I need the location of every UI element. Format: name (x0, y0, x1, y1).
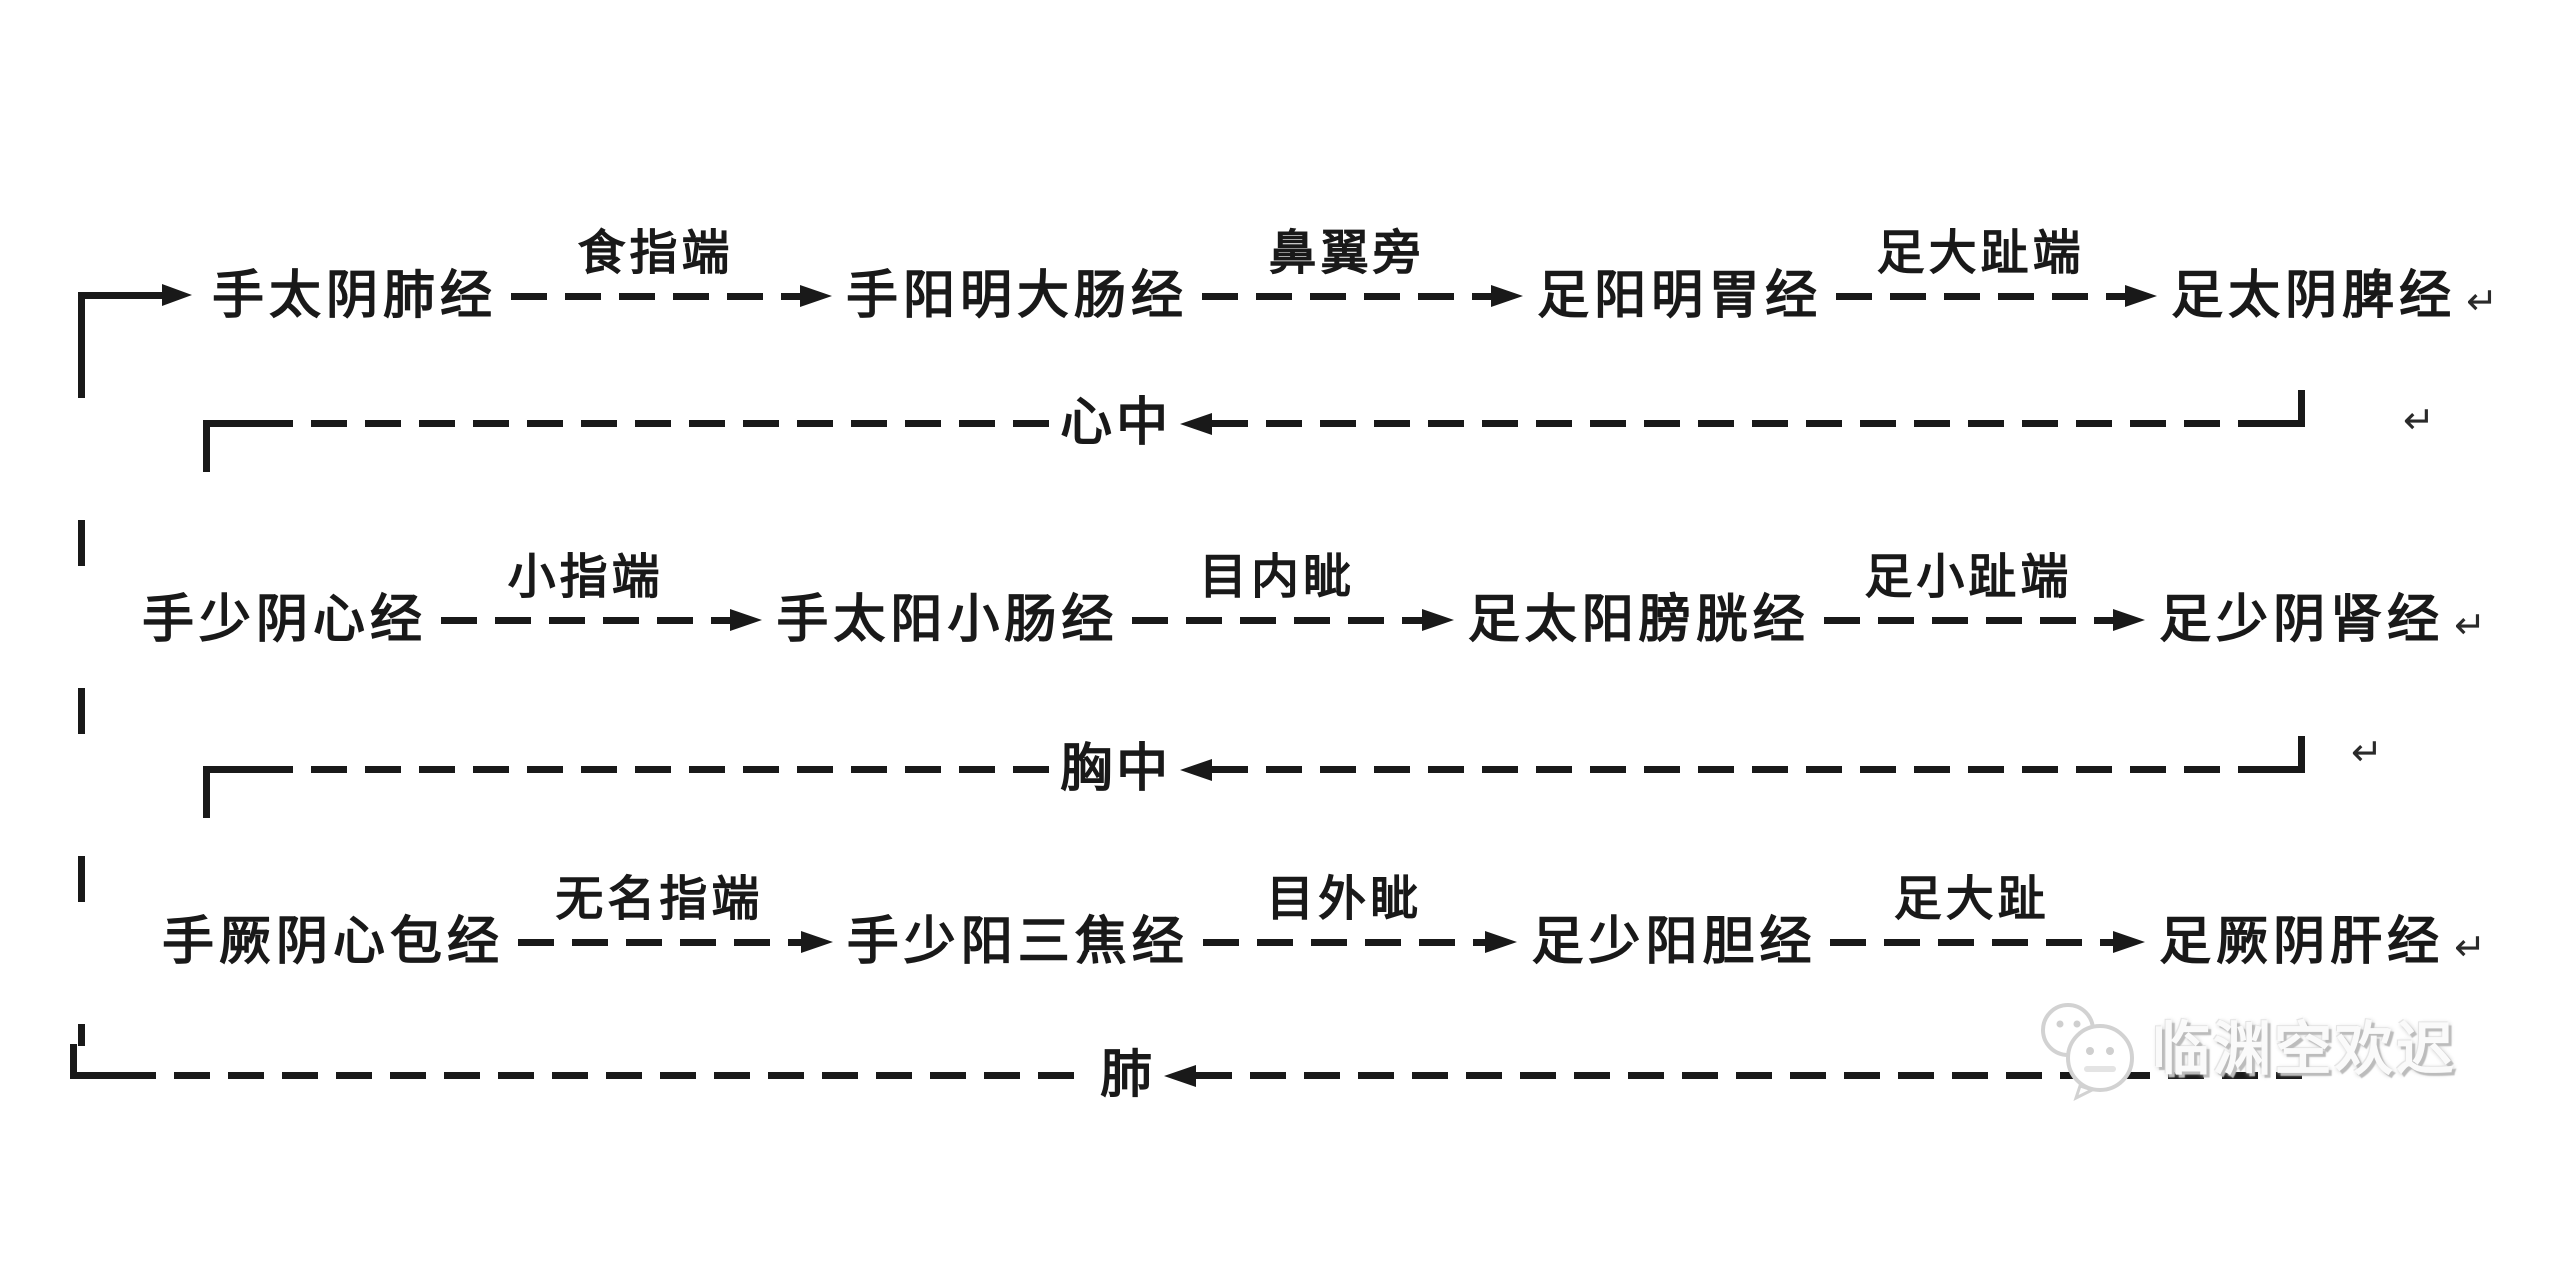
paragraph-return-mark: ↵ (2466, 281, 2498, 323)
left-vertical-dashed-connector (78, 352, 85, 1046)
watermark-text: 临渊空欢迟 (2152, 1017, 2458, 1082)
meridian-node-bladder: 足太阳膀胱经 (1467, 591, 1810, 649)
flow-arrow: 足小趾端 (1823, 553, 2146, 631)
return-line-lung: 肺 (70, 1044, 2302, 1101)
meridian-node-kidney: 足少阴肾经 (2159, 591, 2445, 649)
meridian-row-3: 手厥阴心包经 无名指端 手少阳三焦经 目外眦 足少阳胆经 足大趾 足厥阴肝经 ↵ (162, 875, 2487, 994)
corner-down-left-connector (203, 766, 257, 818)
corner-vertical-line (78, 292, 85, 354)
dashed-line (1212, 766, 2251, 773)
arrowhead-left-icon (1164, 1065, 1197, 1087)
flow-arrow: 目外眦 (1202, 875, 1518, 953)
meridian-node-triple-burner: 手少阳三焦经 (846, 913, 1189, 971)
meridian-row-1: 手太阴肺经 食指端 手阳明大肠经 鼻翼旁 足阳明胃经 足大趾端 足太阴脾经 ↵ (78, 229, 2498, 354)
return-target-label: 胸中 (1060, 740, 1173, 798)
paragraph-return-mark: ↵ (2454, 605, 2486, 647)
corner-up-left-connector (70, 1044, 120, 1079)
transition-point-label: 目外眦 (1266, 872, 1423, 926)
transition-point-label: 无名指端 (555, 872, 764, 926)
transition-point-label: 足大趾端 (1876, 226, 2085, 280)
transition-point-label: 目内眦 (1199, 550, 1356, 604)
flow-arrow: 食指端 (511, 229, 833, 307)
paragraph-return-mark: ↵ (2454, 927, 2487, 969)
return-target-label: 心中 (1060, 394, 1173, 452)
return-target-label: 肺 (1100, 1046, 1157, 1104)
meridian-node-stomach: 足阳明胃经 (1537, 267, 1823, 325)
meridian-node-liver: 足厥阴肝经 (2159, 913, 2445, 971)
transition-point-label: 足小趾端 (1864, 550, 2073, 604)
cycle-start-corner-arrow-icon (78, 244, 196, 354)
corner-up-right-connector (2251, 390, 2305, 427)
return-line-heart-center: 心中 ↵ (203, 390, 2435, 472)
dashed-line (120, 1072, 1091, 1079)
wechat-face-icon (2041, 1003, 2134, 1101)
meridian-node-pericardium: 手厥阴心包经 (162, 913, 505, 971)
corner-horizontal-line (78, 292, 162, 299)
meridian-node-heart: 手少阴心经 (142, 591, 428, 649)
arrowhead-left-icon (1180, 759, 1213, 781)
transition-point-label: 食指端 (577, 226, 734, 280)
flow-arrow: 鼻翼旁 (1202, 229, 1524, 307)
meridian-node-lung: 手太阴肺经 (212, 267, 498, 325)
flow-arrow: 无名指端 (518, 875, 833, 953)
meridian-node-small-intestine: 手太阳小肠经 (776, 591, 1119, 649)
flow-arrow: 足大趾端 (1836, 229, 2158, 307)
corner-down-left-connector (203, 420, 257, 472)
transition-point-label: 足大趾 (1893, 872, 2050, 926)
dashed-line (257, 766, 1051, 773)
transition-point-label: 鼻翼旁 (1268, 226, 1425, 280)
flow-arrow: 足大趾 (1830, 875, 2145, 953)
dashed-line (1212, 420, 2251, 427)
flow-arrow: 目内眦 (1132, 553, 1455, 631)
return-line-chest-center: 胸中 ↵ (203, 734, 2383, 818)
corner-up-right-connector (2251, 736, 2305, 773)
meridian-node-spleen: 足太阴脾经 (2171, 267, 2457, 325)
meridian-node-large-intestine: 手阳明大肠经 (846, 267, 1189, 325)
meridian-node-gallbladder: 足少阳胆经 (1531, 913, 1817, 971)
transition-point-label: 小指端 (507, 550, 664, 604)
arrowhead-right-icon (162, 284, 192, 306)
dashed-line (257, 420, 1051, 427)
paragraph-return-mark: ↵ (2351, 732, 2383, 774)
arrowhead-left-icon (1180, 413, 1213, 435)
paragraph-return-mark: ↵ (2403, 400, 2435, 442)
flow-arrow: 小指端 (441, 553, 763, 631)
meridian-row-2: 手少阴心经 小指端 手太阳小肠经 目内眦 足太阳膀胱经 足小趾端 足少阴肾经 ↵ (142, 553, 2486, 672)
dashed-line (1196, 1072, 2302, 1079)
watermark: 临渊空欢迟 (2028, 998, 2457, 1102)
